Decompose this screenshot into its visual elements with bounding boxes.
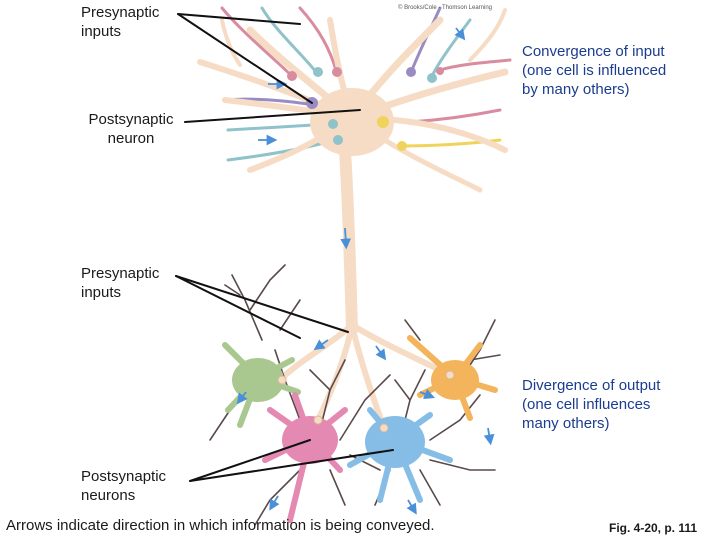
label-presynaptic-inputs-bottom: Presynaptic inputs bbox=[81, 265, 160, 301]
direction-arrow-icon bbox=[313, 339, 329, 351]
synaptic-terminals-bottom bbox=[277, 370, 455, 433]
direction-arrows bbox=[236, 27, 495, 515]
direction-arrow-icon bbox=[454, 27, 466, 41]
label-divergence: Divergence of output (one cell influence… bbox=[522, 377, 661, 432]
label-postsynaptic-neurons: Postsynaptic neurons bbox=[81, 468, 167, 504]
publisher-credit: © Brooks/Cole - Thomson Learning bbox=[398, 5, 493, 11]
direction-arrow-icon bbox=[483, 427, 495, 446]
direction-arrow-icon bbox=[375, 345, 387, 361]
direction-arrow-icon bbox=[419, 388, 436, 400]
direction-arrow-icon bbox=[340, 227, 352, 250]
label-presynaptic-inputs-top: Presynaptic inputs bbox=[81, 4, 160, 40]
postsynaptic-neuron-orange bbox=[407, 335, 498, 421]
label-postsynaptic-neuron: Postsynaptic neuron bbox=[88, 111, 174, 147]
figure-caption: Arrows indicate direction in which infor… bbox=[6, 517, 435, 534]
postsynaptic-neuron-green bbox=[222, 342, 301, 428]
label-convergence: Convergence of input (one cell is influe… bbox=[522, 43, 667, 98]
postsynaptic-neuron-top bbox=[197, 8, 509, 431]
postsynaptic-neuron-pink bbox=[262, 392, 348, 523]
figure-reference: Fig. 4-20, p. 111 bbox=[609, 521, 698, 535]
leader-lines bbox=[175, 13, 394, 482]
direction-arrow-icon bbox=[406, 499, 417, 515]
direction-arrow-icon bbox=[269, 495, 280, 511]
direction-arrow-icon bbox=[236, 391, 248, 405]
